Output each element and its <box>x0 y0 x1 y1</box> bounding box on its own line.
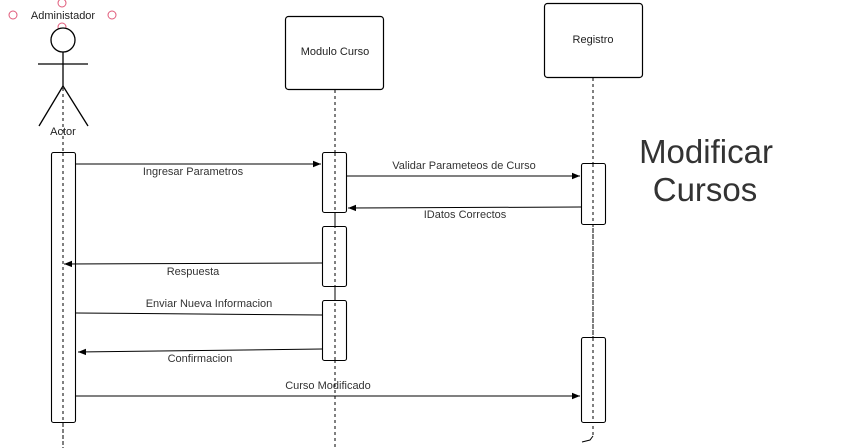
handle-right[interactable] <box>107 10 117 20</box>
selection-handles[interactable] <box>8 0 117 32</box>
message-respuesta[interactable]: Respuesta <box>63 260 323 278</box>
message-validar-parametros[interactable]: Validar Parameteos de Curso <box>347 160 580 180</box>
activation-modulo-3[interactable] <box>321 299 348 362</box>
message-ingresar-label: Ingresar Parametros <box>143 166 244 178</box>
message-curso-modificado[interactable]: Curso Modificado <box>76 380 580 400</box>
diagram-title[interactable]: Modificar Cursos <box>639 133 773 208</box>
actor-right-leg <box>62 85 89 127</box>
title-line-1: Modificar <box>639 133 773 170</box>
title-line-2: Cursos <box>653 171 758 208</box>
message-confirmacion-label: Confirmacion <box>168 353 233 365</box>
actor-head <box>50 27 76 53</box>
actor-left-leg <box>38 85 64 127</box>
participant-modulo-curso[interactable]: Modulo Curso <box>284 15 385 91</box>
actor-name-top: Administador <box>31 10 96 22</box>
message-datos-label: IDatos Correctos <box>424 209 507 221</box>
message-modificado-label: Curso Modificado <box>285 380 371 392</box>
message-respuesta-label: Respuesta <box>167 266 220 278</box>
registro-lifeline-end <box>581 435 594 443</box>
message-enviar-label: Enviar Nueva Informacion <box>146 298 273 310</box>
handle-left[interactable] <box>8 10 18 20</box>
message-datos-correctos[interactable]: IDatos Correctos <box>347 204 582 221</box>
handle-top[interactable] <box>57 0 67 8</box>
participant-modulo-label: Modulo Curso <box>301 46 369 58</box>
participant-registro-label: Registro <box>573 34 614 46</box>
message-validar-label: Validar Parameteos de Curso <box>392 160 535 172</box>
participant-registro[interactable]: Registro <box>543 2 644 79</box>
message-enviar-nueva-informacion[interactable]: Enviar Nueva Informacion <box>75 298 323 316</box>
message-confirmacion[interactable]: Confirmacion <box>77 348 323 365</box>
activation-modulo-1[interactable] <box>321 151 348 214</box>
message-ingresar-parametros[interactable]: Ingresar Parametros <box>76 160 321 178</box>
